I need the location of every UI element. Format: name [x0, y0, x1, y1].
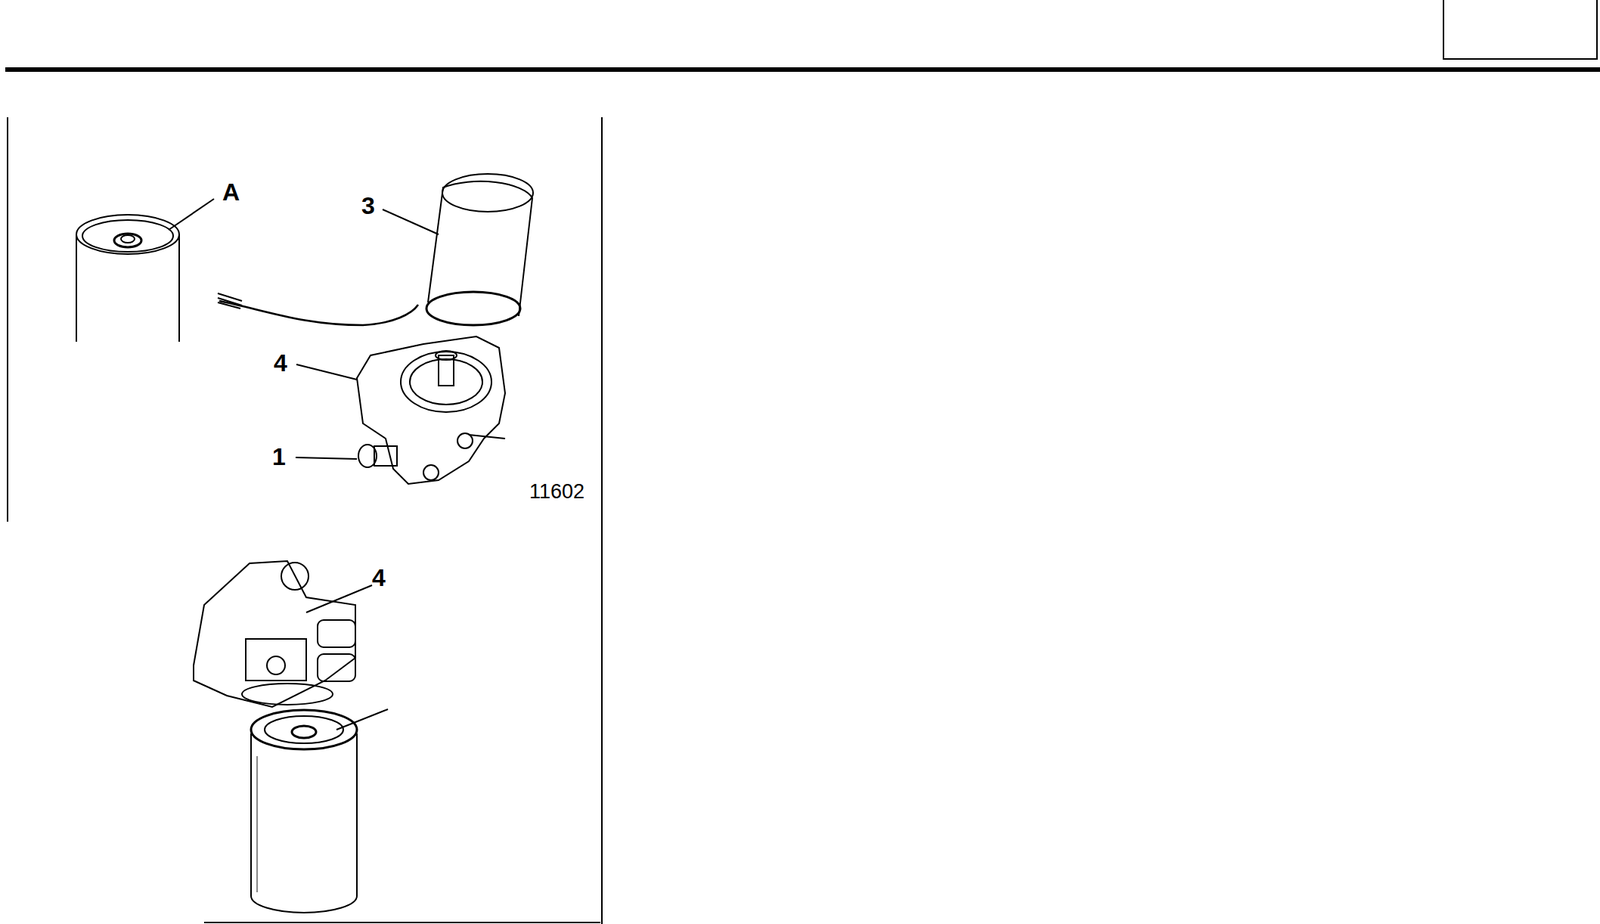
callout-number: 4 — [372, 565, 386, 590]
callout-number: 3 — [361, 193, 376, 218]
figure-number: 11602 — [529, 481, 585, 503]
callout-number: 4 — [273, 350, 288, 376]
callout-letter: A — [222, 179, 240, 205]
callout-number: 1 — [272, 444, 286, 469]
